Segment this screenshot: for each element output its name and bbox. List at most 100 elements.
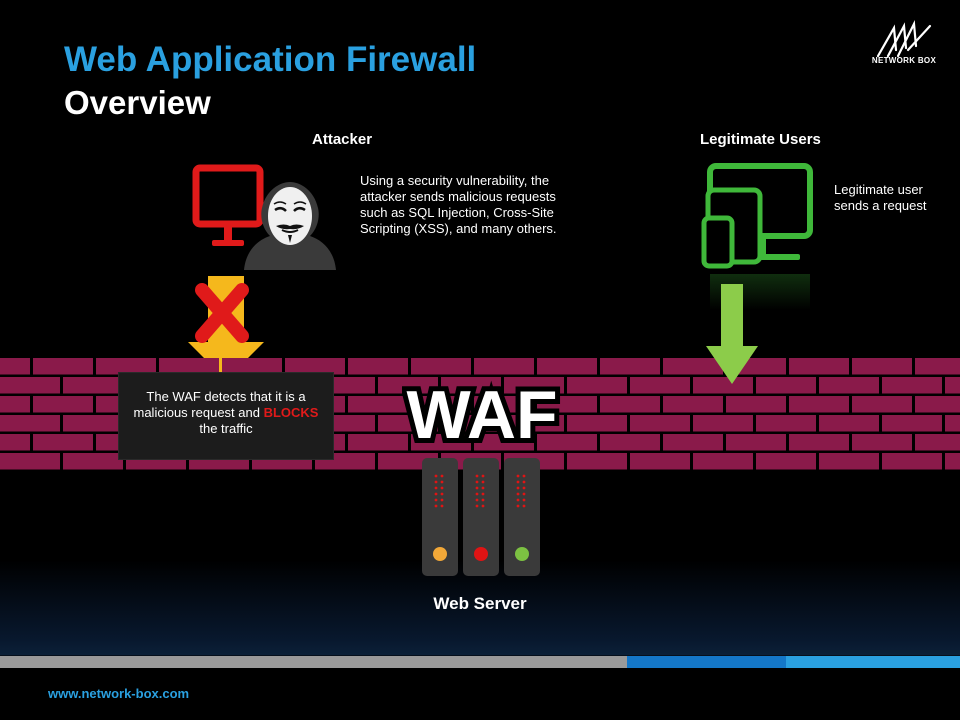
brick xyxy=(663,434,723,451)
brick xyxy=(441,377,501,394)
brick xyxy=(945,415,960,432)
brick xyxy=(819,377,879,394)
brick xyxy=(819,453,879,470)
page-subtitle: Overview xyxy=(64,84,211,121)
brick xyxy=(789,396,849,413)
brick xyxy=(882,453,942,470)
brick xyxy=(789,358,849,375)
legitimate-users-label: Legitimate Users xyxy=(700,131,821,148)
brick xyxy=(915,396,960,413)
brick xyxy=(693,453,753,470)
brick xyxy=(693,377,753,394)
brick xyxy=(882,415,942,432)
block-x-icon xyxy=(195,283,249,343)
status-led-orange xyxy=(433,547,447,561)
server-unit-2 xyxy=(463,458,499,576)
footer-stripe-gray xyxy=(0,656,627,668)
brick xyxy=(348,396,408,413)
brick xyxy=(663,358,723,375)
brick xyxy=(474,434,534,451)
network-box-logo-icon xyxy=(876,20,932,58)
brick xyxy=(915,434,960,451)
block-message-tail: the traffic xyxy=(199,421,253,436)
brick xyxy=(474,358,534,375)
brick xyxy=(474,396,534,413)
brick xyxy=(945,377,960,394)
brick xyxy=(348,358,408,375)
brick xyxy=(945,453,960,470)
attacker-monitor-icon xyxy=(192,164,264,246)
brick xyxy=(411,396,471,413)
brick xyxy=(852,358,912,375)
brick xyxy=(63,415,123,432)
brick xyxy=(33,396,93,413)
allowed-request-arrow xyxy=(706,284,758,384)
brick xyxy=(504,415,564,432)
brick xyxy=(348,434,408,451)
brick xyxy=(600,434,660,451)
brick xyxy=(33,358,93,375)
brick xyxy=(0,453,60,470)
brick xyxy=(852,396,912,413)
brick xyxy=(222,358,282,375)
brick xyxy=(663,396,723,413)
web-server-icon xyxy=(422,458,540,576)
brick xyxy=(0,434,30,451)
page-title: Web Application Firewall xyxy=(64,40,477,79)
brick xyxy=(630,415,690,432)
brick xyxy=(159,358,219,375)
footer-stripe-light-blue xyxy=(786,656,960,668)
waf-label: WAF xyxy=(402,378,562,448)
footer-website-link[interactable]: www.network-box.com xyxy=(48,686,190,701)
blocks-highlight: BLOCKS xyxy=(263,405,319,420)
brick xyxy=(630,453,690,470)
brick xyxy=(285,358,345,375)
brick xyxy=(537,434,597,451)
brick xyxy=(600,396,660,413)
brick xyxy=(915,358,960,375)
brick xyxy=(378,377,438,394)
brick xyxy=(567,453,627,470)
logo-text: NETWORK BOX xyxy=(871,56,937,65)
brick xyxy=(63,453,123,470)
brick xyxy=(630,377,690,394)
block-message-text: The WAF detects that it is a malicious r… xyxy=(133,389,306,420)
brick xyxy=(96,358,156,375)
server-unit-1 xyxy=(422,458,458,576)
attacker-description: Using a security vulnerability, the atta… xyxy=(360,173,557,236)
brick xyxy=(756,415,816,432)
status-led-red xyxy=(474,547,488,561)
brick xyxy=(0,377,60,394)
brick xyxy=(693,415,753,432)
brick xyxy=(441,415,501,432)
footer-stripe-blue xyxy=(627,656,786,668)
brick xyxy=(411,434,471,451)
brick xyxy=(63,377,123,394)
block-message-box: The WAF detects that it is a malicious r… xyxy=(118,372,334,460)
web-server-label: Web Server xyxy=(433,594,527,613)
svg-text:WAF: WAF xyxy=(406,378,557,448)
devices-icon xyxy=(701,163,813,269)
brick xyxy=(819,415,879,432)
brick xyxy=(600,358,660,375)
brick xyxy=(0,396,30,413)
anonymous-hacker-icon xyxy=(244,182,336,270)
brick xyxy=(504,377,564,394)
legitimate-description: Legitimate user sends a request xyxy=(834,182,927,213)
brick xyxy=(411,358,471,375)
brick xyxy=(789,434,849,451)
status-led-green xyxy=(515,547,529,561)
brick xyxy=(567,377,627,394)
brick xyxy=(852,434,912,451)
attacker-label: Attacker xyxy=(312,131,373,148)
server-unit-3 xyxy=(504,458,540,576)
brick xyxy=(378,415,438,432)
brick xyxy=(726,434,786,451)
brick xyxy=(567,415,627,432)
brick xyxy=(756,453,816,470)
brick xyxy=(0,415,60,432)
brick xyxy=(33,434,93,451)
brick xyxy=(0,358,30,375)
brick xyxy=(726,396,786,413)
